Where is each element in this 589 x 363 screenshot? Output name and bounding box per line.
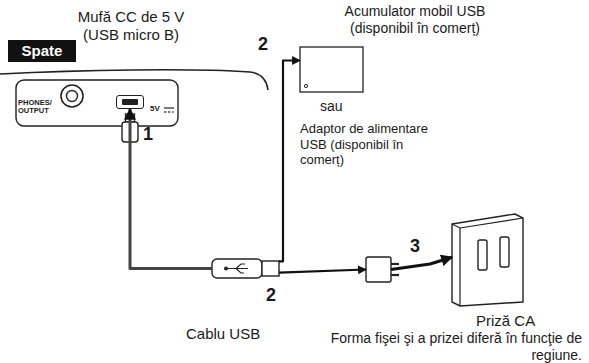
adapter bbox=[366, 257, 391, 282]
connector-arrow bbox=[130, 109, 212, 269]
power-bank: Acumulator mobil USB (disponibil în come… bbox=[300, 47, 363, 92]
outlet-slot bbox=[478, 240, 487, 270]
usb-icon bbox=[224, 267, 228, 271]
usb-adapter: Adaptor de alimentare USB (disponibil în… bbox=[366, 257, 391, 282]
node-label: Mufă CC de 5 V (USB micro B) bbox=[65, 8, 197, 44]
adapter-prong bbox=[391, 263, 399, 265]
power-bank-led bbox=[304, 84, 307, 87]
callout-number: 2 bbox=[266, 285, 276, 307]
jack-hole bbox=[67, 91, 78, 102]
adapter-prong bbox=[391, 274, 399, 276]
node-label: Adaptor de alimentare USB (disponibil în… bbox=[300, 121, 450, 168]
power-bank bbox=[300, 47, 363, 92]
jack bbox=[61, 85, 83, 107]
callout-number: 2 bbox=[258, 34, 268, 56]
outlet-edge bbox=[452, 218, 523, 228]
callout-number: 1 bbox=[143, 124, 153, 146]
device-panel bbox=[16, 80, 178, 126]
connector-arrow bbox=[279, 270, 366, 273]
outlet bbox=[452, 214, 523, 306]
usb-cable: Cablu USB bbox=[212, 259, 279, 278]
ac-outlet: Priză CA bbox=[452, 214, 523, 306]
callout-number: 3 bbox=[410, 236, 420, 258]
dc-symbol bbox=[164, 111, 167, 112]
outlet-edge bbox=[459, 228, 460, 306]
usb-plug bbox=[212, 259, 262, 278]
node-label: Spate bbox=[8, 40, 76, 62]
dc-symbol bbox=[172, 111, 174, 112]
connector-arrow bbox=[391, 257, 452, 269]
dc-port: Mufă CC de 5 V (USB micro B) bbox=[116, 95, 144, 109]
port-socket bbox=[122, 99, 138, 105]
node-label: Cablu USB bbox=[186, 325, 296, 343]
region-note: Forma fişei şi a prizei diferă în funcţi… bbox=[300, 330, 582, 363]
voltage-label: 5V bbox=[150, 104, 164, 114]
jack-label: PHONES/ OUTPUT bbox=[18, 99, 62, 116]
outlet-slot bbox=[500, 237, 509, 267]
connector-arrow bbox=[279, 61, 300, 262]
dc-symbol bbox=[168, 111, 171, 112]
usb-icon bbox=[226, 264, 248, 273]
side-tag: Spate bbox=[8, 40, 76, 62]
node-label: Priză CA bbox=[476, 312, 556, 330]
usb-plug-tip bbox=[262, 261, 279, 276]
or-note: sau bbox=[320, 98, 360, 115]
node-label: Acumulator mobil USB (disponibil în come… bbox=[320, 3, 510, 37]
dc-symbol bbox=[164, 107, 174, 108]
